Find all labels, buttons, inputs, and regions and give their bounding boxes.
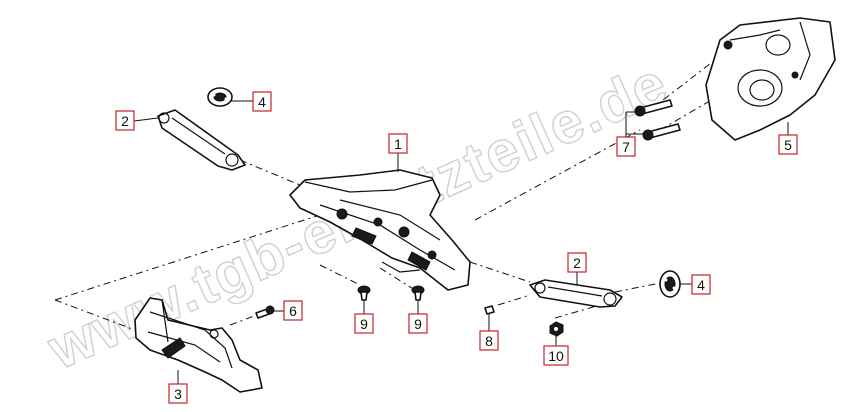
svg-text:5: 5 <box>784 137 792 153</box>
svg-text:8: 8 <box>485 333 493 349</box>
link-arm-right <box>529 279 623 308</box>
bolt-9b <box>411 285 425 301</box>
svg-text:4: 4 <box>697 277 705 293</box>
callout-10: 10 <box>543 345 569 366</box>
rubber-bushing-right <box>659 270 681 298</box>
pin <box>484 305 495 315</box>
callout-6: 6 <box>283 300 303 321</box>
svg-text:9: 9 <box>360 316 368 332</box>
svg-text:4: 4 <box>258 94 266 110</box>
rubber-bushing-left <box>207 87 233 107</box>
main-bracket <box>289 169 471 291</box>
lower-bracket <box>134 297 263 393</box>
svg-text:2: 2 <box>121 113 129 129</box>
svg-text:1: 1 <box>394 136 402 152</box>
callout-2-left: 2 <box>115 110 135 131</box>
casing-part <box>705 17 836 141</box>
screw <box>255 305 275 319</box>
leader-lines <box>133 100 789 384</box>
callout-8: 8 <box>479 330 499 351</box>
svg-text:9: 9 <box>414 316 422 332</box>
callout-4-right: 4 <box>691 274 711 295</box>
callout-5: 5 <box>778 134 798 155</box>
callout-2-right: 2 <box>567 252 587 273</box>
callout-9-left: 9 <box>354 313 374 334</box>
callout-1: 1 <box>388 133 408 154</box>
callout-4-left: 4 <box>252 91 272 112</box>
svg-text:3: 3 <box>174 386 182 402</box>
svg-text:7: 7 <box>622 139 630 155</box>
svg-text:10: 10 <box>548 348 564 364</box>
callout-7: 7 <box>616 136 636 157</box>
svg-text:2: 2 <box>573 255 581 271</box>
svg-text:6: 6 <box>289 303 297 319</box>
callout-9-right: 9 <box>408 313 428 334</box>
bolt-pair <box>634 99 681 141</box>
nut <box>549 321 564 337</box>
callout-3: 3 <box>168 383 188 404</box>
bolt-9a <box>357 285 371 301</box>
link-arm-left <box>157 109 246 171</box>
